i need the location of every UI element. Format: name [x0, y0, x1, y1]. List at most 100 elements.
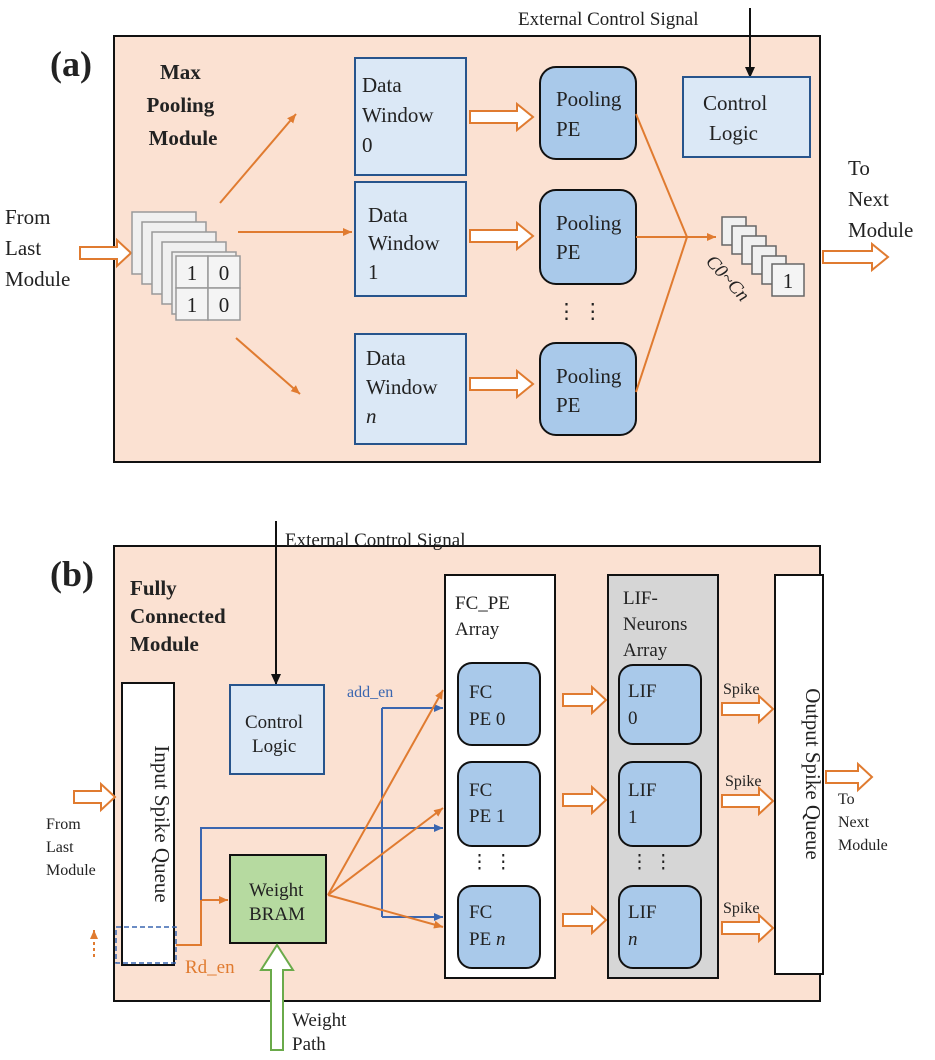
weight-bram-line1: Weight [249, 880, 304, 901]
output-stack: 1 [721, 216, 805, 297]
svg-text:LIF 0: LIF 0 [628, 681, 661, 729]
fc-pe-array-title-line1: FC_PE [455, 593, 510, 614]
max-pooling-title-line2: Pooling [147, 93, 215, 117]
max-pooling-title: Max Pooling Module [147, 60, 220, 150]
input-matrix-stack: 1 1 0 1 0 [131, 211, 241, 321]
data-window-1-line1: Data [368, 203, 408, 227]
pe0-merge-line [635, 113, 688, 238]
fc-pe-0: FC PE 0 [457, 662, 541, 746]
data-window-0: Data Window 0 [354, 57, 467, 176]
pooling-pe-1-line1: Pooling [556, 211, 622, 235]
control-logic-b: Control Logic [229, 684, 325, 775]
weight-path-label: Weight Path [292, 1010, 351, 1055]
fc-pe-1: FC PE 1 [457, 761, 541, 847]
panel-a-tag: (a) [50, 44, 92, 84]
from-last-module-a-line3: Module [5, 267, 70, 291]
from-last-module-a-line2: Last [5, 236, 41, 260]
matrix-to-window-n-arrow [235, 337, 301, 395]
fc-pe-ellipsis: ⋮ ⋮ [470, 852, 513, 873]
rd-en-path [176, 896, 228, 946]
fc1-to-lif1-arrow [562, 784, 608, 816]
pooling-pe-n: Pooling PE [539, 342, 637, 436]
fc-pe-1-line1: FC [469, 780, 492, 801]
panel-b: (b) External Control Signal Fully Connec… [46, 521, 888, 1055]
from-last-module-label-b: From Last Module [46, 816, 96, 879]
lif-n: LIF n [618, 885, 702, 969]
to-next-module-a-line1: To [848, 156, 870, 180]
weight-path-line2: Path [292, 1034, 326, 1055]
fully-connected-title-line2: Connected [130, 604, 226, 628]
pooling-pe-0-line2: PE [556, 117, 581, 141]
spike-label-n: Spike [723, 900, 759, 917]
blue-control-bus [200, 827, 382, 900]
lif-1: LIF 1 [618, 761, 702, 847]
pooling-pe-n-line2: PE [556, 393, 581, 417]
weight-to-pe0 [327, 689, 444, 896]
window1-to-pe-arrow [469, 220, 535, 252]
lif-array-title-line1: LIF- [623, 588, 658, 609]
svg-text:FC PE 1: FC PE 1 [469, 780, 505, 827]
fc-pe-1-line2: PE 1 [469, 806, 505, 827]
fully-connected-title-line1: Fully [130, 576, 177, 600]
control-logic-b-line2: Logic [252, 736, 296, 757]
to-next-module-label-b: To Next Module [838, 791, 888, 854]
svg-text:Pooling PE: Pooling PE [556, 364, 627, 417]
from-last-module-b-line3: Module [46, 862, 96, 879]
input-spike-queue-label: Input Spike Queue [150, 745, 174, 902]
output-spike-queue [774, 574, 824, 975]
window0-to-pe-arrow [469, 101, 535, 133]
to-next-module-b-line2: Next [838, 814, 870, 831]
data-window-1-line3: 1 [368, 260, 379, 284]
output-hollow-arrow-b [825, 761, 874, 793]
lif-n-line1: LIF [628, 902, 657, 923]
data-window-n: Data Window n [354, 333, 467, 445]
panel-a: (a) External Control Signal Max Pooling … [5, 8, 913, 463]
lif-1-line1: LIF [628, 780, 657, 801]
data-window-n-line3: n [366, 404, 377, 428]
fully-connected-title: Fully Connected Module [130, 576, 231, 656]
data-window-n-line1: Data [366, 346, 406, 370]
svg-text:Data Window 1: Data Window 1 [368, 203, 445, 284]
output-value: 1 [783, 269, 794, 293]
fully-connected-title-line3: Module [130, 632, 199, 656]
weight-path-arrow [259, 943, 295, 1051]
svg-text:Pooling PE: Pooling PE [556, 87, 627, 141]
fc-pe-array-title: FC_PE Array [455, 593, 515, 640]
control-logic-a-line1: Control [703, 91, 767, 115]
pooling-pe-1: Pooling PE [539, 189, 637, 285]
svg-text:Data Window 0: Data Window 0 [362, 73, 439, 157]
lif-array-title-line3: Array [623, 640, 668, 661]
from-last-module-b-line1: From [46, 816, 81, 833]
fc-pe-array-title-line2: Array [455, 619, 500, 640]
max-pooling-title-line1: Max [160, 60, 201, 84]
pe-n-merge-line [635, 236, 688, 393]
weight-to-pe-n [327, 894, 444, 929]
input-hollow-arrow-a [79, 237, 133, 269]
fc0-to-lif0-arrow [562, 684, 608, 716]
control-logic-a-line2: Logic [709, 121, 758, 145]
svg-text:LIF 1: LIF 1 [628, 780, 661, 828]
svg-text:Pooling PE: Pooling PE [556, 211, 627, 264]
svg-text:Control Logic: Control Logic [245, 712, 308, 757]
lif-0-line1: LIF [628, 681, 657, 702]
to-next-module-a-line3: Module [848, 218, 913, 242]
from-last-module-a-line1: From [5, 205, 51, 229]
lif-1-line2: 1 [628, 807, 638, 828]
control-logic-b-line1: Control [245, 712, 303, 733]
external-control-signal-label-b: External Control Signal [285, 530, 465, 551]
data-window-0-line2: Window [362, 103, 434, 127]
fc-pe-n-line1: FC [469, 902, 492, 923]
matrix-cell-11: 0 [219, 293, 230, 317]
matrix-cell-00: 1 [187, 261, 198, 285]
matrix-cell-10: 1 [187, 293, 198, 317]
add-en-label: add_en [347, 684, 393, 701]
weight-path-line1: Weight [292, 1010, 347, 1031]
fc-pe-n-index: n [496, 929, 506, 950]
from-last-module-b-line2: Last [46, 839, 74, 856]
svg-text:FC PE 0: FC PE 0 [469, 682, 505, 730]
fc-pe-0-line1: FC [469, 682, 492, 703]
weight-to-pe1 [327, 807, 444, 896]
spike-label-1: Spike [725, 773, 761, 790]
to-next-module-b-line1: To [838, 791, 855, 808]
svg-text:LIF n: LIF n [628, 902, 661, 950]
